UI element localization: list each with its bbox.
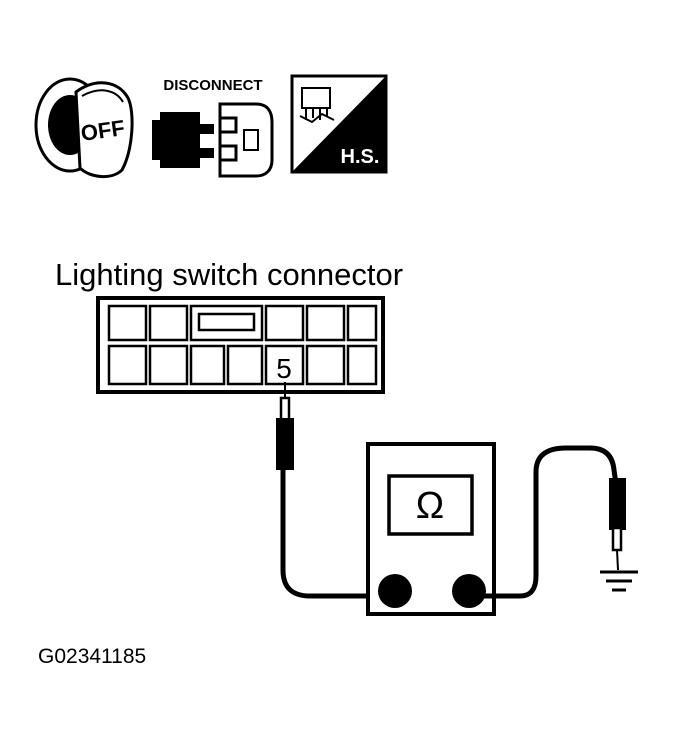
test-probe-connector xyxy=(276,382,395,599)
harness-side-icon: H.S. xyxy=(290,74,388,174)
harness-side-label: H.S. xyxy=(341,146,380,168)
figure-id: G02341185 xyxy=(38,645,146,668)
lighting-switch-connector: 5 xyxy=(96,296,385,394)
ohmmeter-jack-left xyxy=(378,574,412,608)
connector-latch xyxy=(189,304,264,342)
connector-title: Lighting switch connector xyxy=(55,257,403,292)
ohmmeter-jack-right xyxy=(452,574,486,608)
ground-symbol-icon xyxy=(600,570,638,592)
terminal-number: 5 xyxy=(276,353,292,384)
ohm-symbol: Ω xyxy=(416,485,444,527)
disconnect-connector-icon: DISCONNECT xyxy=(152,77,274,178)
ohmmeter: Ω xyxy=(366,442,496,616)
ignition-key-off-icon: OFF xyxy=(34,77,134,178)
ignition-off-label: OFF xyxy=(79,115,126,146)
test-probe-ground xyxy=(469,445,626,599)
ohmmeter-display xyxy=(387,474,474,536)
disconnect-label: DISCONNECT xyxy=(163,77,262,94)
